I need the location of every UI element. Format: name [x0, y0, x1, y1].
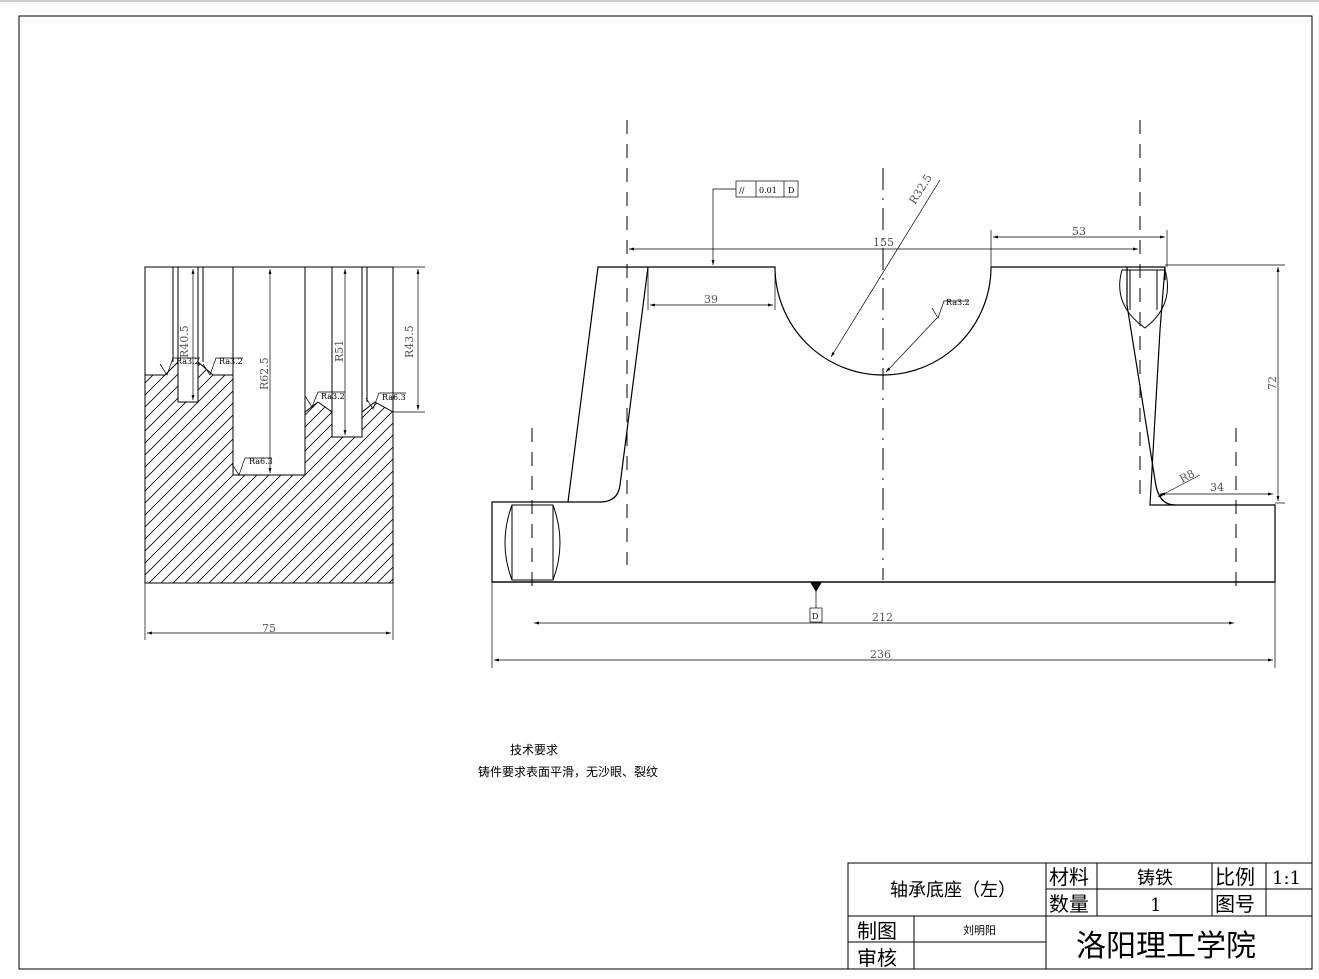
- front-dim-155: 155: [873, 236, 894, 249]
- side-dim-r51: R51: [333, 340, 346, 362]
- svg-text:Ra3.2: Ra3.2: [176, 357, 200, 366]
- front-view: 155 53 39 R32.5 Ra3.2 // 0.01 D: [491, 120, 1285, 668]
- side-bore-left: [177, 267, 199, 403]
- notes-title: 技术要求: [510, 743, 558, 757]
- front-outline: [491, 266, 1276, 583]
- side-dim-r62: R62.5: [258, 357, 271, 390]
- qty-label: 数量: [1049, 892, 1089, 916]
- qty-value: 1: [1150, 895, 1161, 916]
- front-dim-34: 34: [1210, 481, 1224, 494]
- side-center-pocket: [232, 267, 306, 476]
- svg-text://: //: [739, 186, 745, 195]
- scale-label: 比例: [1215, 865, 1255, 889]
- scale-value: 1:1: [1272, 868, 1301, 889]
- material-value: 铸铁: [1137, 868, 1173, 889]
- front-right-leg: [1126, 267, 1176, 506]
- side-dim-width: 75: [262, 622, 276, 635]
- svg-text:Ra6.3: Ra6.3: [382, 393, 406, 402]
- front-dim-53: 53: [1072, 225, 1086, 238]
- drawing-frame: [18, 15, 1313, 970]
- svg-text:0.01: 0.01: [759, 186, 777, 195]
- school-name: 洛阳理工学院: [1076, 929, 1256, 964]
- front-dim-236: 236: [870, 648, 891, 661]
- front-dim-72: 72: [1266, 376, 1279, 390]
- roughness-symbol: Ra3.2: [159, 357, 200, 376]
- check-label: 审核: [857, 946, 897, 970]
- roughness-symbol: Ra6.3: [365, 392, 406, 410]
- front-dim-212: 212: [872, 611, 893, 624]
- side-dim-r40: R40.5: [178, 325, 191, 358]
- roughness-symbol: Ra3.2: [885, 298, 970, 373]
- front-dim-r32: R32.5: [907, 172, 935, 207]
- left-hole-section: [504, 504, 561, 581]
- roughness-symbol: Ra3.2: [304, 391, 345, 408]
- part-name: 轴承底座（左）: [890, 880, 1016, 901]
- right-hole-section: [1119, 269, 1168, 329]
- title-block: 轴承底座（左） 材料 铸铁 比例 1:1 数量 1 图号 制图 刘明阳 审核 洛…: [847, 862, 1313, 970]
- drawing-no-label: 图号: [1215, 892, 1255, 916]
- drawn-value: 刘明阳: [963, 924, 996, 937]
- svg-text:Ra3.2: Ra3.2: [321, 392, 345, 401]
- front-dim-39: 39: [704, 293, 718, 306]
- datum-mark: D: [809, 582, 823, 623]
- svg-text:Ra3.2: Ra3.2: [219, 357, 243, 366]
- drawn-label: 制图: [857, 919, 897, 943]
- side-outline: [144, 266, 394, 584]
- svg-text:Ra6.3: Ra6.3: [249, 457, 273, 466]
- front-left-leg: [568, 266, 649, 503]
- svg-text:Ra3.2: Ra3.2: [946, 298, 970, 307]
- side-bore-right: [331, 267, 363, 438]
- side-view: R40.5 R62.5 R51 R43.5 Ra3.2 Ra3.2 Ra6.3 …: [144, 266, 425, 640]
- side-dim-r43: R43.5: [403, 325, 416, 358]
- svg-text:D: D: [788, 186, 794, 195]
- front-dim-r8: R8: [1177, 467, 1197, 486]
- side-hatch: [145, 362, 393, 583]
- roughness-symbol: Ra6.3: [231, 457, 273, 476]
- notes-line: 铸件要求表面平滑，无沙眼、裂纹: [478, 764, 658, 779]
- roughness-symbol: Ra3.2: [202, 357, 243, 376]
- tolerance-frame: // 0.01 D: [711, 180, 799, 265]
- material-label: 材料: [1049, 865, 1089, 889]
- svg-text:D: D: [812, 612, 818, 621]
